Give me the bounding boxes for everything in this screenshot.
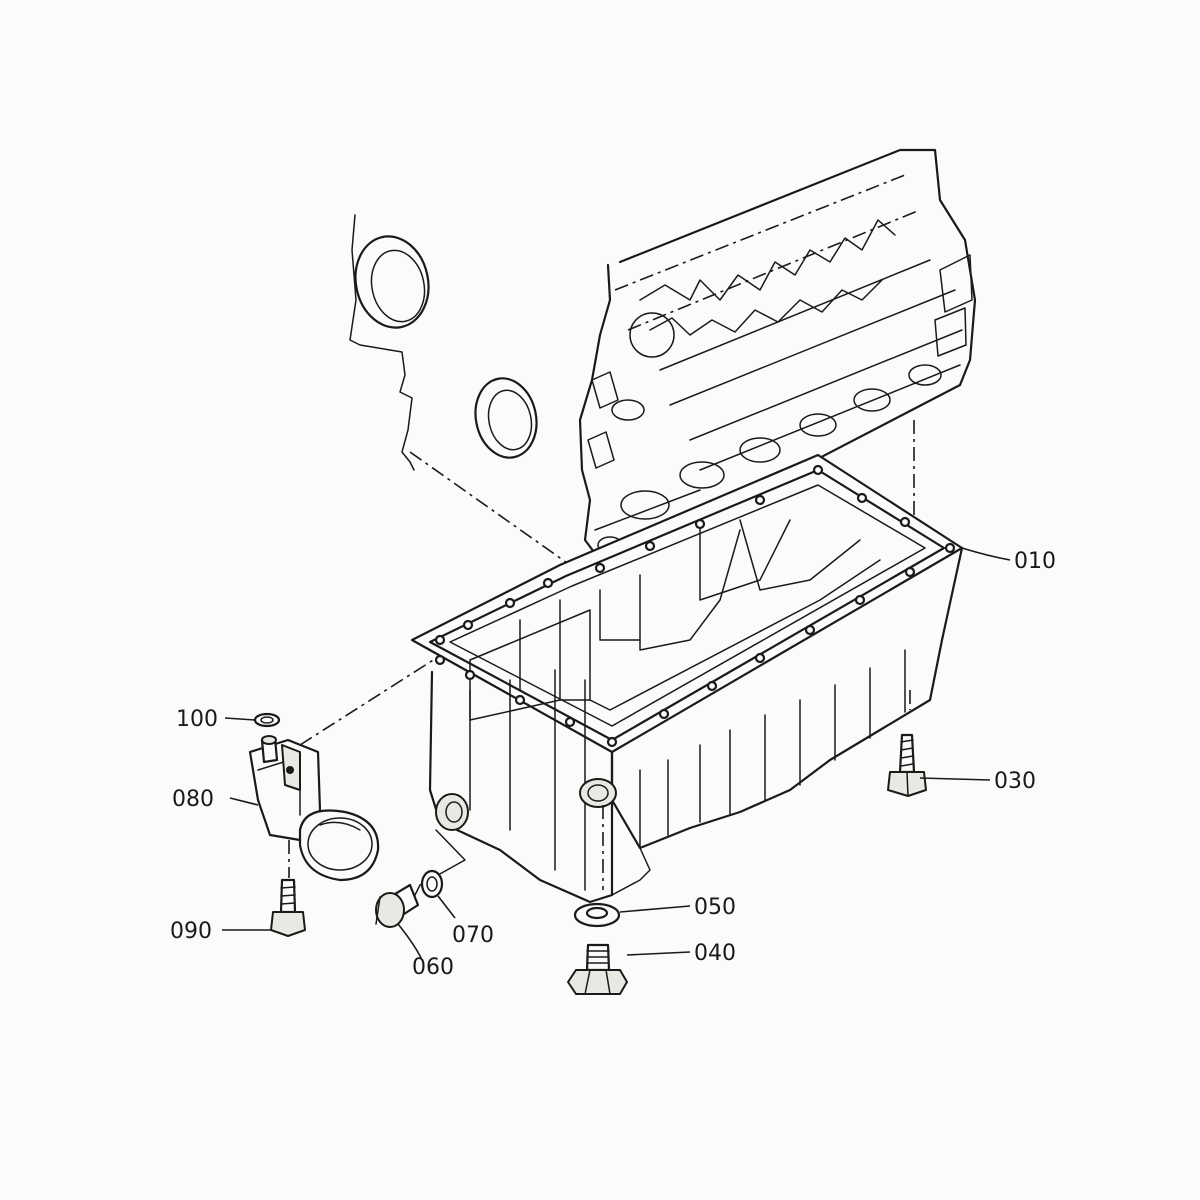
bolt-090 bbox=[270, 878, 306, 937]
oil-pan bbox=[410, 453, 964, 904]
label-070: 070 bbox=[452, 923, 494, 948]
alignment-line-block bbox=[409, 451, 571, 566]
washer-070 bbox=[420, 869, 444, 899]
leader-lines bbox=[222, 547, 1011, 961]
washer-050 bbox=[573, 902, 621, 928]
expansion-plug-upper bbox=[354, 235, 430, 329]
drain-plug-040 bbox=[567, 943, 628, 995]
label-100: 100 bbox=[176, 707, 218, 732]
label-080: 080 bbox=[172, 787, 214, 812]
flange-bolt-holes bbox=[434, 464, 956, 748]
o-ring-100 bbox=[253, 712, 281, 728]
label-060: 060 bbox=[412, 955, 454, 980]
bolt-030 bbox=[887, 733, 927, 797]
oil-strainer-080 bbox=[248, 735, 380, 882]
engine-block bbox=[349, 148, 977, 565]
plug-060 bbox=[375, 883, 420, 928]
label-030: 030 bbox=[994, 769, 1036, 794]
label-040: 040 bbox=[694, 941, 736, 966]
expansion-plug-lower bbox=[474, 377, 538, 459]
label-010: 010 bbox=[1014, 549, 1056, 574]
label-050: 050 bbox=[694, 895, 736, 920]
label-090: 090 bbox=[170, 919, 212, 944]
